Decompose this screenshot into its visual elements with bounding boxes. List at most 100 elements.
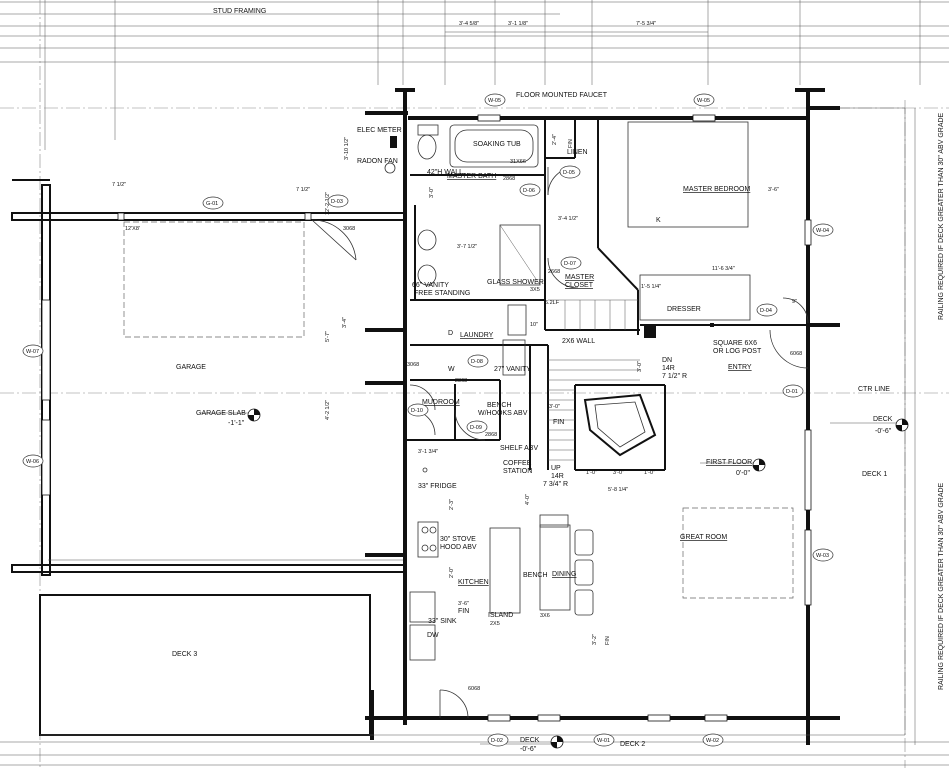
svg-text:D-04: D-04: [760, 308, 772, 314]
label-fin-1: FIN: [568, 139, 574, 148]
label-soaking-tub: SOAKING TUB: [473, 141, 521, 148]
tag-d07: D-07: [560, 256, 582, 270]
tag-w06: W-06: [22, 454, 44, 468]
label-up-r: 7 3/4" R: [543, 481, 568, 488]
label-garage-slab-el: -1'-1": [228, 420, 245, 427]
tag-d06: D-06: [519, 183, 541, 197]
svg-text:W-06: W-06: [26, 459, 39, 465]
tag-w02: W-02: [702, 733, 724, 747]
tag-w05a: W-05: [484, 93, 506, 107]
svg-text:D-05: D-05: [563, 170, 575, 176]
tag-d02: D-02: [487, 733, 509, 747]
label-fin-4: FIN: [605, 636, 611, 645]
label-up: UP: [551, 465, 561, 472]
tag-d09: D-09: [466, 420, 488, 434]
label-deck3: DECK 3: [172, 651, 197, 658]
room-garage: GARAGE: [176, 364, 206, 371]
label-floor-faucet: FLOOR MOUNTED FAUCET: [516, 92, 608, 99]
label-3068: 3068: [343, 226, 355, 232]
label-island: ISLAND: [488, 612, 513, 619]
label-railing-bottom: RAILING REQUIRED IF DECK GREATER THAN 30…: [938, 482, 945, 690]
dim-2-4: 2'-4": [552, 134, 558, 145]
label-garage-door: 12'X8': [125, 226, 140, 232]
svg-text:W-03: W-03: [816, 553, 829, 559]
dim-3-4-12: 3'-4 1/2": [558, 216, 578, 222]
dim-3-0: 3'-0": [429, 187, 435, 198]
dim-3-4: 3'-4": [342, 317, 348, 328]
svg-text:D-03: D-03: [331, 199, 343, 205]
svg-text:W-04: W-04: [816, 228, 829, 234]
label-2668: 2668: [548, 269, 560, 275]
level-marker-first-floor: [752, 458, 766, 472]
label-island-size: 2X5: [490, 621, 500, 627]
label-station: STATION: [503, 468, 532, 475]
tag-w04: W-04: [812, 223, 834, 237]
label-dn-r: 7 1/2" R: [662, 373, 687, 380]
dim-12-2-12: 12'-2 1/2": [325, 192, 331, 215]
label-2868-bath: 2868: [503, 176, 515, 182]
tag-d04: D-04: [756, 303, 778, 317]
label-stud-framing: STUD FRAMING: [213, 8, 266, 15]
label-fin-3: FIN: [458, 608, 469, 615]
dim-3-0d: 3'-0": [637, 361, 643, 372]
dimensions: 3'-4 5/8" 3'-1 1/8" 7'-5 3/4" 3'-10 1/2"…: [112, 21, 797, 645]
label-first-floor: FIRST FLOOR: [706, 459, 752, 466]
label-sink: 33" SINK: [428, 618, 457, 625]
room-master-bedroom: MASTER BEDROOM: [683, 186, 750, 193]
stairs: [548, 299, 657, 461]
label-k: K: [656, 217, 661, 224]
label-fin-2: FIN: [553, 419, 564, 426]
level-marker-deck-top: [895, 418, 909, 432]
tag-d08: D-08: [467, 354, 489, 368]
label-ctr-line: CTR LINE: [858, 386, 890, 393]
label-deck2: DECK 2: [620, 741, 645, 748]
label-2868-mud: 2868: [485, 432, 497, 438]
room-entry: ENTRY: [728, 364, 752, 371]
dim-3-0b: 3'-0": [549, 404, 560, 410]
svg-text:W-02: W-02: [706, 738, 719, 744]
decks: [39, 107, 916, 745]
dim-9: 9": [792, 299, 797, 305]
svg-text:G-01: G-01: [206, 201, 218, 207]
svg-text:D-08: D-08: [471, 359, 483, 365]
tags: W-05 W-05 D-05 D-06 D-07 G-01 D-03 W-04 …: [22, 93, 834, 747]
dim-3-4-58: 3'-4 5/8": [459, 21, 479, 27]
svg-text:D-07: D-07: [564, 261, 576, 267]
svg-text:W-07: W-07: [26, 349, 39, 355]
house-walls: [365, 88, 840, 745]
dim-5-8-14: 5'-8 1/4": [608, 487, 628, 493]
label-dresser: DRESSER: [667, 306, 701, 313]
label-3068-mud: 3068: [407, 362, 419, 368]
label-stove: 30" STOVE: [440, 536, 476, 543]
room-dining: DINING: [552, 571, 577, 578]
label-railing-top: RAILING REQUIRED IF DECK GREATER THAN 30…: [938, 112, 945, 320]
label-hood: HOOD ABV: [440, 544, 477, 551]
labels: STUD FRAMING FLOOR MOUNTED FAUCET ELEC M…: [125, 8, 945, 753]
svg-text:D-06: D-06: [523, 188, 535, 194]
dim-3-7-12: 3'-7 1/2": [457, 244, 477, 250]
dim-1-0a: 1'-0": [586, 470, 597, 476]
tag-d10: D-10: [407, 403, 429, 417]
svg-text:W-05: W-05: [488, 98, 501, 104]
garage: [11, 179, 406, 576]
label-log-post: OR LOG POST: [713, 348, 762, 355]
svg-text:D-01: D-01: [786, 389, 798, 395]
dim-1-0b: 1'-0": [644, 470, 655, 476]
label-2lf: 6.2LF: [545, 300, 560, 306]
dim-11-6-34: 11'-6 3/4": [712, 266, 735, 272]
tag-w01: W-01: [593, 733, 615, 747]
label-42-wall: 42"H WALL: [427, 169, 463, 176]
label-bench: BENCH: [487, 402, 512, 409]
svg-text:D-02: D-02: [491, 738, 503, 744]
dim-7-12-b: 7 1/2": [296, 187, 310, 193]
dim-3-1-34: 3'-1 3/4": [418, 449, 438, 455]
dim-2-0: 2'-0": [449, 567, 455, 578]
room-great-room: GREAT ROOM: [680, 534, 727, 541]
room-mudroom: MUDROOM: [422, 399, 460, 406]
room-master-closet: MASTER: [565, 274, 594, 281]
dim-1-5-14: 1'-5 1/4": [641, 284, 661, 290]
svg-text:W-05: W-05: [697, 98, 710, 104]
door-swings: [409, 166, 809, 719]
